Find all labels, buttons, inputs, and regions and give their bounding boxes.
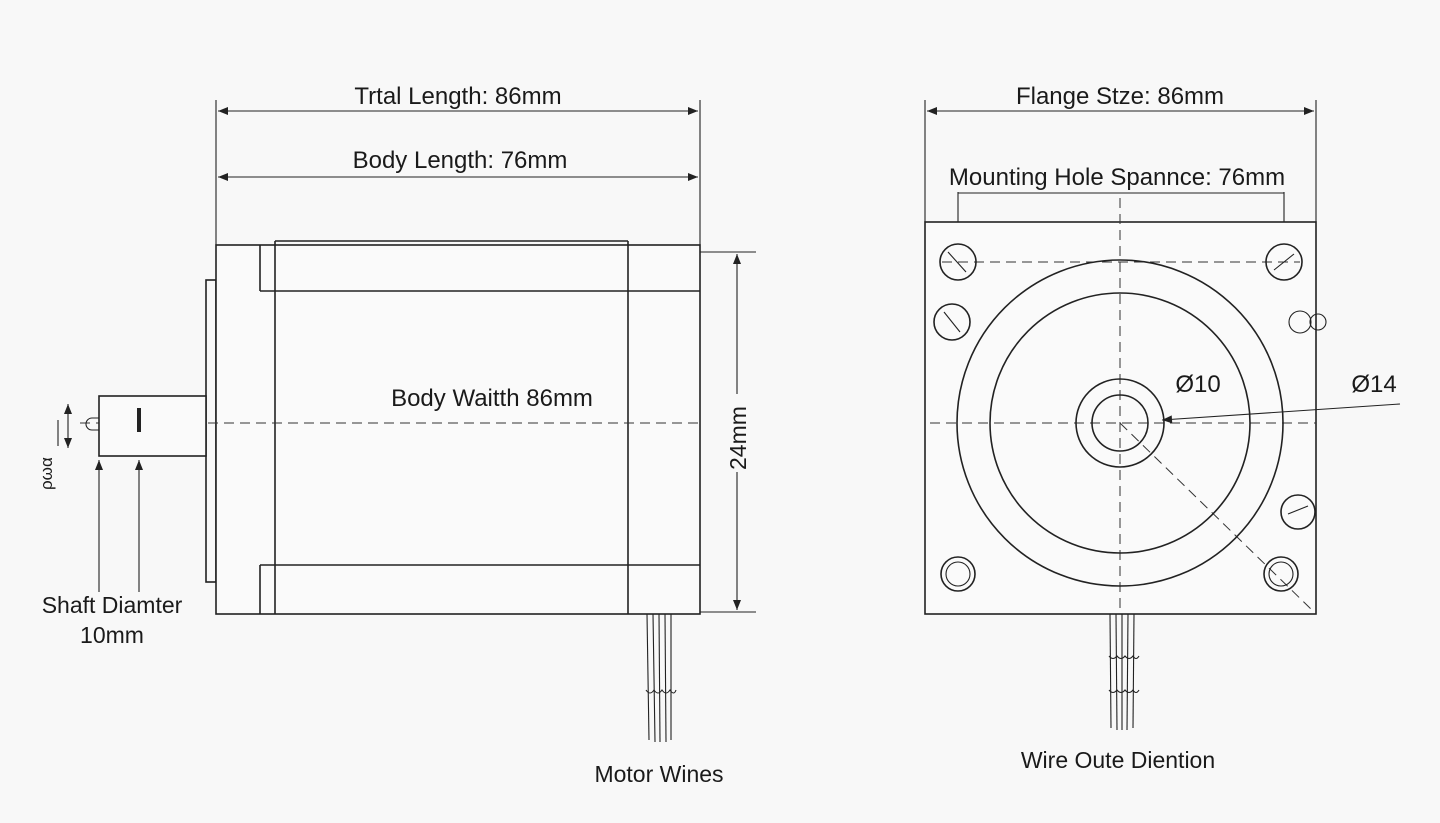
mounting-hole	[1263, 556, 1299, 592]
height-label-bg	[724, 394, 750, 472]
pilot-circle	[989, 292, 1251, 554]
mounting-holes	[933, 243, 1327, 592]
diagonal-center-line	[1119, 422, 1313, 611]
flange-plate	[205, 279, 217, 583]
mounting-hole	[939, 243, 977, 281]
hole-mark	[1288, 310, 1312, 334]
wire-exit-label: Wire Oute Diention	[1021, 747, 1215, 773]
shaft-flat	[137, 408, 141, 432]
mounting-spacing-label: Mounting Hole Spannce: 76mm	[949, 164, 1285, 191]
outer-diameter-label: Ø14	[1351, 371, 1396, 398]
shaft-hole-circle	[1091, 394, 1149, 452]
hole-mark	[1309, 313, 1327, 331]
front-view: Flange Stze: 86mm Mounting Hole Spannce:…	[924, 83, 1401, 773]
mounting-hole	[1280, 494, 1316, 530]
motor-wires	[645, 613, 677, 743]
total-length-label: Trtal Length: 86mm	[354, 83, 561, 110]
inner-diameter-label: Ø10	[1175, 371, 1220, 398]
mounting-hole	[940, 556, 976, 592]
wire-bundle-tie	[645, 689, 677, 694]
shaft	[98, 395, 207, 457]
side-view: Trtal Length: 86mm Body Length: 76mm ρωα…	[37, 83, 756, 787]
mounting-hole	[933, 303, 971, 341]
shaft-diameter-label: Shaft Diamter	[42, 592, 183, 618]
body-length-label: Body Length: 76mm	[353, 147, 568, 174]
body-width-label: Body Waitth 86mm	[391, 385, 593, 412]
height-label: 24mm	[725, 406, 751, 470]
flange-size-label: Flange Stze: 86mm	[1016, 83, 1224, 110]
diameter-leader-arrow	[1161, 403, 1401, 424]
wire-exit-bundle	[1108, 613, 1140, 731]
outer-boss-circle	[956, 259, 1284, 587]
motor-body	[215, 244, 701, 615]
shaft-small-label: ρωα	[37, 457, 56, 490]
shaft-diameter-value: 10mm	[80, 622, 144, 648]
shaft-tip	[85, 417, 99, 431]
mounting-hole	[1265, 243, 1303, 281]
motor-wires-label: Motor Wines	[594, 761, 723, 787]
